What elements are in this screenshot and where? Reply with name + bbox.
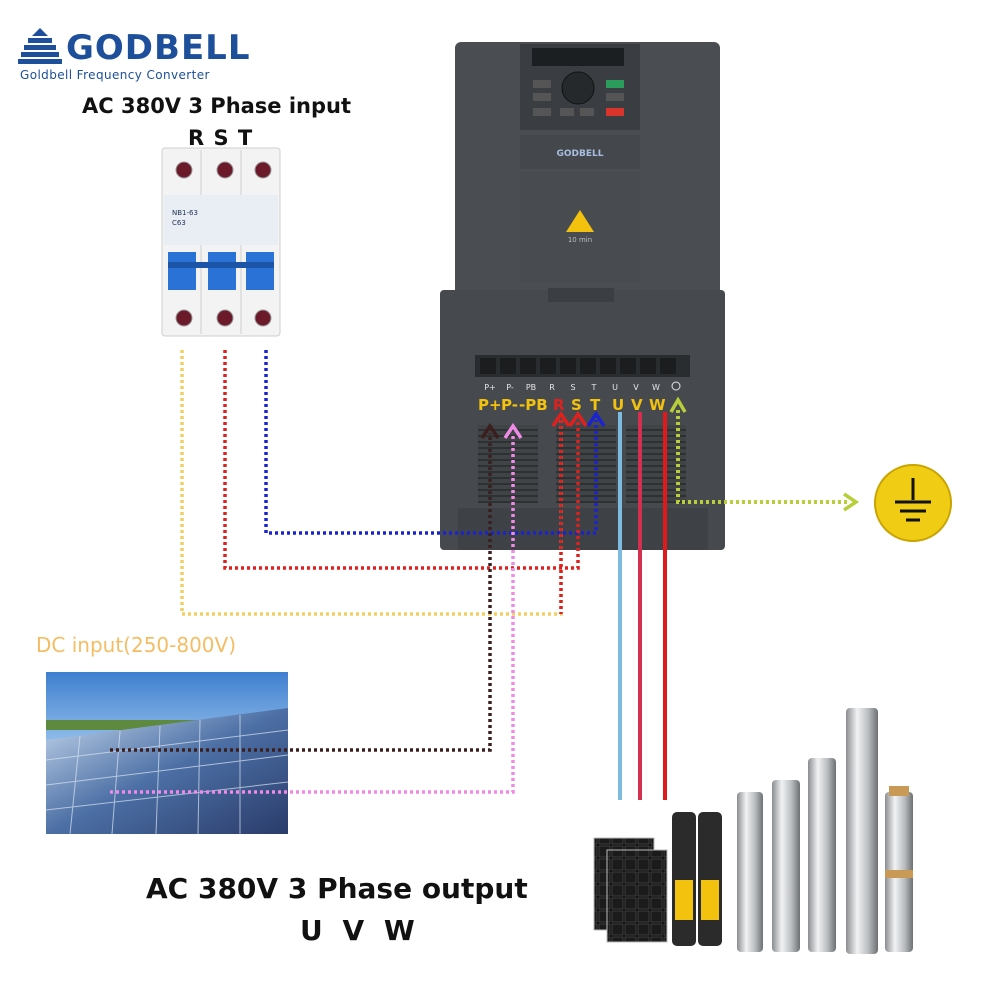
label-w: W xyxy=(649,396,666,414)
solar-pumps xyxy=(672,812,722,946)
label-pb: -PB xyxy=(519,396,548,414)
arrow-p-minus-icon xyxy=(503,422,523,439)
label-v: V xyxy=(631,396,643,414)
vent-left xyxy=(478,425,538,503)
keypad-btn-3[interactable] xyxy=(533,108,551,116)
brand-name: GODBELL xyxy=(66,28,251,68)
input-phases: R S T xyxy=(188,126,253,150)
arrow-r-icon xyxy=(551,410,571,427)
dc-input-label: DC input(250-800V) xyxy=(36,633,237,657)
terminal-label-t: T xyxy=(591,383,597,392)
keypad-btn-4[interactable] xyxy=(606,93,624,101)
input-title: AC 380V 3 Phase input xyxy=(82,94,352,118)
inverter-unit: GODBELL 10 min P+ P- PB R S T U V W P+ P… xyxy=(440,42,725,550)
wire-dc-negative xyxy=(110,433,492,752)
output-title: AC 380V 3 Phase output xyxy=(146,872,528,905)
arrow-ground-icon xyxy=(669,396,687,413)
label-r: R xyxy=(553,396,565,414)
keypad-up-button[interactable] xyxy=(560,108,574,116)
wire-ground xyxy=(676,410,850,504)
keypad-btn-1[interactable] xyxy=(533,80,551,88)
terminal-label-u: U xyxy=(612,383,618,392)
keypad-run-button[interactable] xyxy=(606,80,624,88)
arrow-s-icon xyxy=(568,410,588,427)
solar-panel-photo xyxy=(45,672,289,835)
terminal-label-p-minus: P- xyxy=(506,383,514,392)
earth-ground-icon xyxy=(874,464,952,542)
vent-middle xyxy=(556,425,616,503)
terminal-label-pb: PB xyxy=(526,383,536,392)
terminal-label-s: S xyxy=(570,383,575,392)
terminal-label-w: W xyxy=(652,383,660,392)
label-t: T xyxy=(590,396,601,414)
wire-s-red xyxy=(223,350,580,570)
brand-tagline: Goldbell Frequency Converter xyxy=(20,68,210,82)
keypad-btn-2[interactable] xyxy=(533,93,551,101)
breaker-model: NB1-63 xyxy=(172,209,198,217)
inverter-brand: GODBELL xyxy=(557,149,604,159)
label-u: U xyxy=(612,396,624,414)
label-p-minus: P- xyxy=(501,396,518,414)
wire-dc-positive xyxy=(110,433,515,794)
circuit-breaker: NB1-63 C63 xyxy=(161,147,281,337)
breaker-toggle-r[interactable] xyxy=(168,252,196,290)
output-phases: U V W xyxy=(300,914,415,947)
breaker-toggle-t[interactable] xyxy=(246,252,274,290)
terminal-label-p-plus: P+ xyxy=(484,383,496,392)
arrow-t-icon xyxy=(586,410,606,427)
pagoda-logo-icon xyxy=(18,28,62,64)
wire-t-blue xyxy=(264,350,598,535)
arrow-to-ground-icon xyxy=(843,492,860,512)
label-p-plus: P+ xyxy=(478,396,502,414)
breaker-rating: C63 xyxy=(172,219,186,227)
submersible-pumps xyxy=(737,708,913,954)
warning-text: 10 min xyxy=(568,236,592,244)
keypad-knob[interactable] xyxy=(561,71,595,105)
ground-symbol-icon xyxy=(671,381,681,391)
keypad-display xyxy=(532,48,624,66)
arrow-p-plus-icon xyxy=(480,422,500,439)
label-s: S xyxy=(571,396,582,414)
small-solar-panels xyxy=(593,837,668,943)
keypad-down-button[interactable] xyxy=(580,108,594,116)
logo xyxy=(18,26,62,66)
warning-icon xyxy=(566,210,594,232)
terminal-label-r: R xyxy=(549,383,555,392)
breaker-toggle-s[interactable] xyxy=(208,252,236,290)
terminal-label-v: V xyxy=(633,383,639,392)
keypad-stop-button[interactable] xyxy=(606,108,624,116)
